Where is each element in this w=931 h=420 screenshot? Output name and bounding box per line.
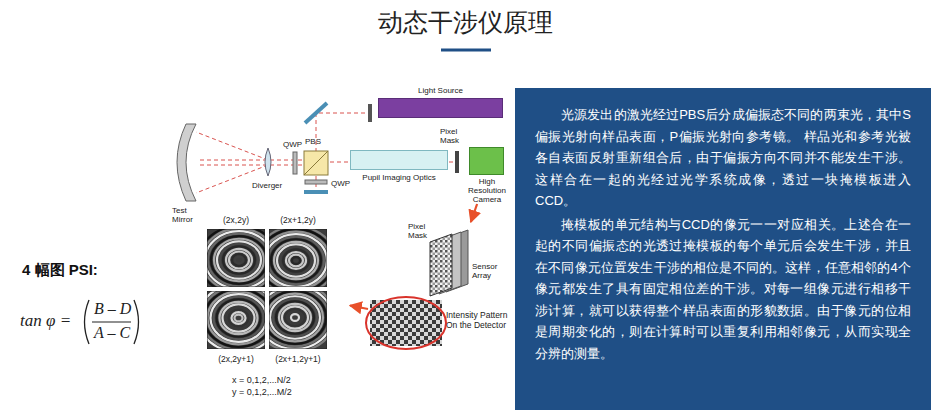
- node-label: (2x+1,2y+1): [269, 354, 327, 364]
- text-panel: 光源发出的激光经过PBS后分成偏振态不同的两束光，其中S偏振光射向样品表面，P偏…: [515, 88, 931, 410]
- reference-mirror: [304, 190, 328, 194]
- fringe-images: [199, 226, 337, 352]
- fold-mirror: [305, 103, 327, 123]
- pbs-diagonal: [304, 151, 328, 175]
- sensor-array: [430, 230, 468, 296]
- paren: [134, 300, 139, 344]
- camera: High Resolution Camera: [460, 147, 514, 204]
- body-paragraph: 光源发出的激光经过PBS后分成偏振态不同的两束光，其中S偏振光射向样品表面，P偏…: [535, 104, 911, 212]
- intensity-pattern: [370, 300, 442, 346]
- node-label: Pupil Imaging Optics: [350, 173, 448, 183]
- qwp-plate: [305, 180, 327, 184]
- part-label: Pixel Mask: [440, 127, 466, 145]
- fringe-image-group: (2x,2y) (2x+1,2y) (2x,2y+1) (2x+1,2y+1): [200, 213, 350, 369]
- node-label: Pixel Mask: [408, 222, 438, 240]
- node-label: Intensity Pattern On the Detector: [446, 310, 512, 330]
- part-label: QWP: [283, 140, 302, 149]
- shape-body: [378, 98, 503, 118]
- test-mirror: [177, 124, 196, 201]
- highlight-ellipse: [366, 297, 446, 349]
- shape-body: [469, 147, 504, 175]
- pbs-cube: [304, 151, 328, 175]
- index-note: y = 0,1,2,...M/2: [232, 387, 292, 397]
- node-label: High Resolution Camera: [460, 177, 514, 204]
- formula-heading: 4 幅图 PSI:: [22, 261, 98, 280]
- shape-body: [350, 150, 448, 170]
- light-source: Light Source: [378, 86, 503, 118]
- node-label: (2x+1,2y): [269, 215, 327, 225]
- pupil-imaging-optics: Pupil Imaging Optics: [350, 150, 448, 183]
- formula-denominator: A – C: [94, 324, 130, 342]
- light-beam: [196, 113, 456, 193]
- source-aperture: [368, 104, 372, 122]
- node-label: (2x,2y): [207, 215, 265, 225]
- sensor-array-group: Pixel MaskSensor Array: [408, 222, 508, 296]
- paren: [85, 300, 90, 344]
- part-label: QWP: [331, 179, 350, 188]
- part-label: PBS: [305, 137, 321, 146]
- qwp-plate: [293, 152, 297, 174]
- arrow-connector: [471, 204, 477, 222]
- pixel-mask-plate: [455, 151, 459, 173]
- part-label: Diverger: [252, 181, 282, 190]
- node-label: (2x,2y+1): [207, 354, 265, 364]
- diverger-lens: [265, 148, 271, 176]
- body-paragraph: 掩模板的单元结构与CCD的像元一一对应相关。上述合在一起的不同偏振态的光透过掩模…: [535, 214, 911, 365]
- title-underline: [441, 49, 491, 52]
- arrow-connector: [350, 306, 368, 309]
- part-label: Test Mirror: [172, 206, 200, 224]
- index-note: x = 0,1,2,...N/2: [232, 375, 291, 385]
- formula-text: tan φ =: [20, 311, 71, 331]
- page-title: 动态干涉仪原理: [0, 6, 931, 39]
- node-label: Light Source: [378, 86, 503, 96]
- node-label: Sensor Array: [472, 262, 506, 280]
- intensity-pattern-group: Intensity Pattern On the Detector: [368, 298, 513, 348]
- formula-numerator: B – D: [94, 300, 131, 318]
- fraction-bar: [92, 321, 131, 322]
